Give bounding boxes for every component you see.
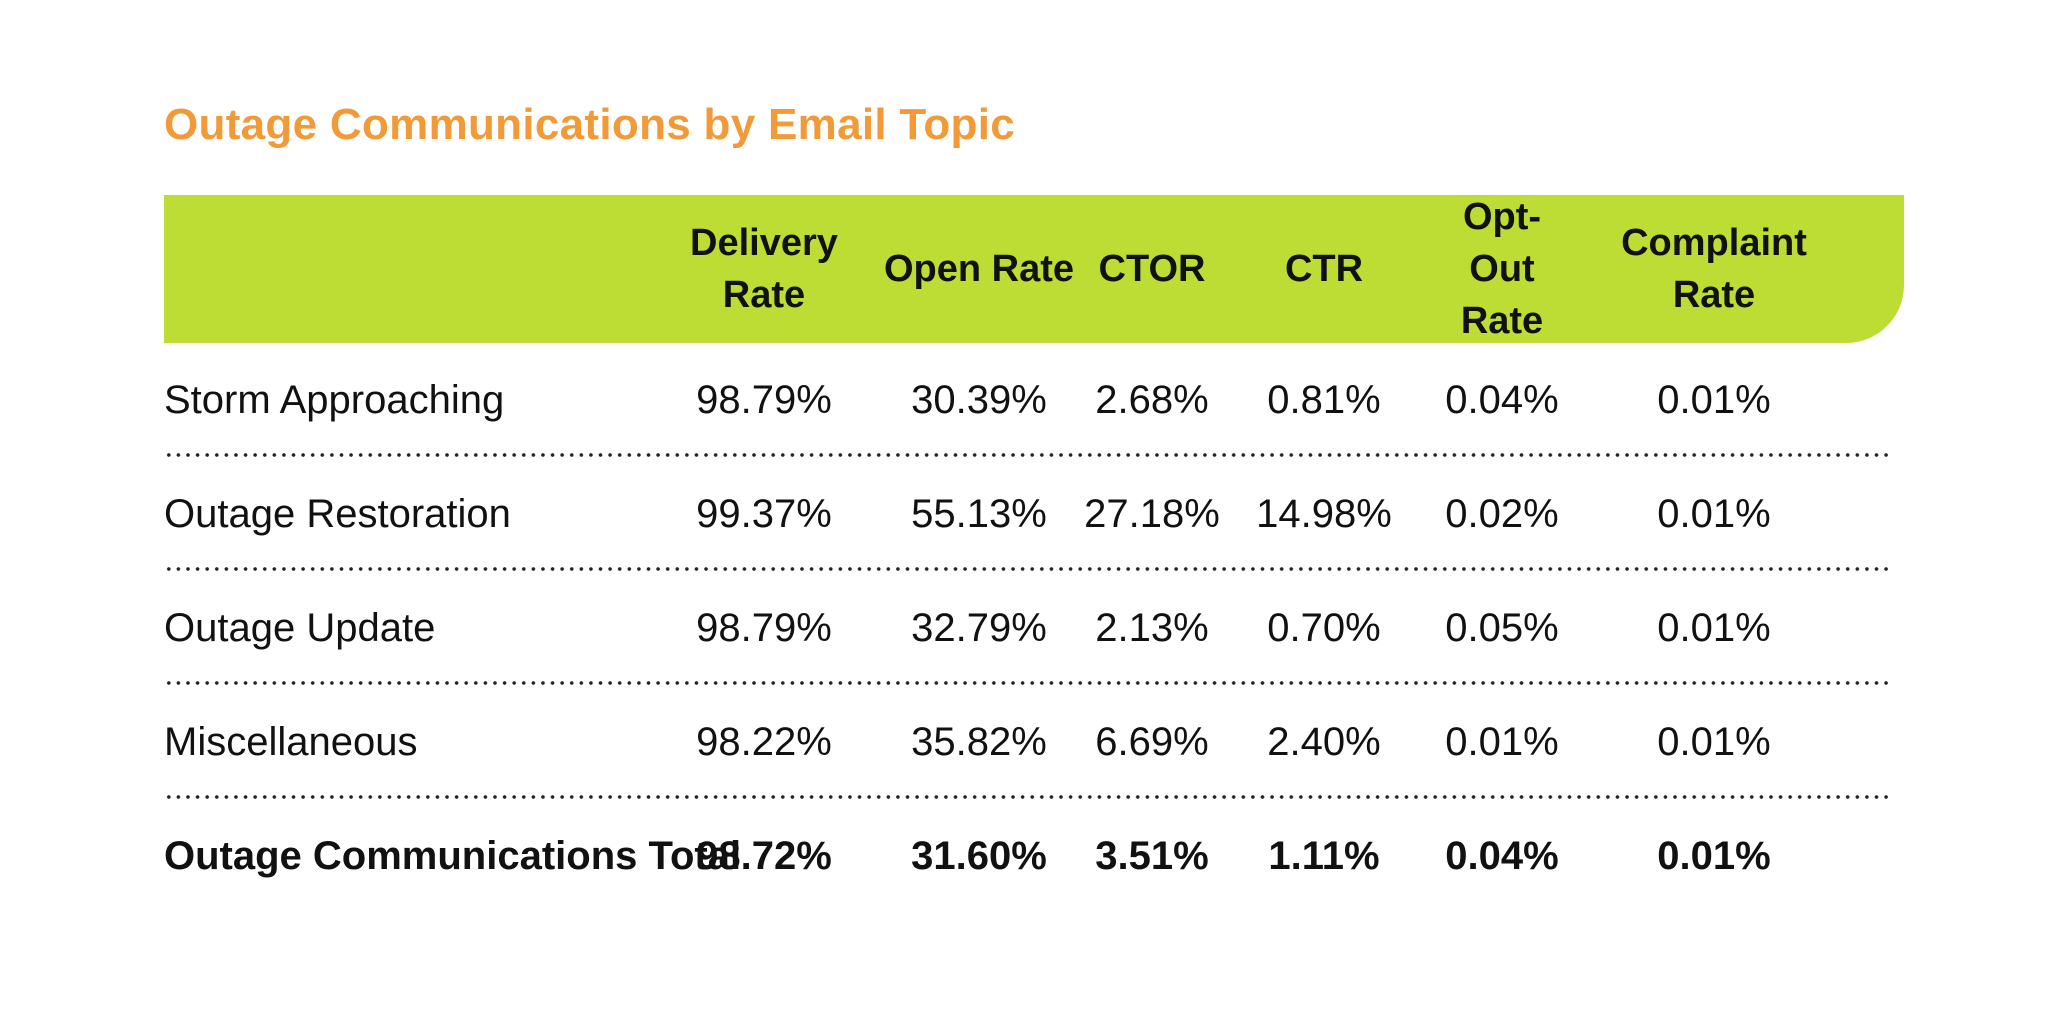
total-ctr: 1.11% bbox=[1268, 833, 1380, 878]
row-divider bbox=[164, 681, 1889, 685]
total-row-label: Outage Communications Total bbox=[164, 833, 742, 878]
cell-complaint-rate: 0.01% bbox=[1657, 377, 1771, 422]
cell-complaint-rate: 0.01% bbox=[1657, 605, 1771, 650]
cell-opt-out-rate: 0.05% bbox=[1445, 605, 1559, 650]
total-opt-out-rate: 0.04% bbox=[1445, 833, 1559, 878]
row-divider bbox=[164, 453, 1889, 457]
cell-delivery-rate: 99.37% bbox=[696, 491, 832, 536]
row-label: Outage Restoration bbox=[164, 491, 511, 536]
table-total-row: Outage Communications Total 98.72% 31.60… bbox=[164, 799, 1904, 913]
row-label: Outage Update bbox=[164, 605, 436, 650]
row-label: Miscellaneous bbox=[164, 719, 418, 764]
column-header-opt-out-rate: Opt-Out Rate bbox=[1460, 196, 1544, 342]
cell-opt-out-rate: 0.01% bbox=[1445, 719, 1559, 764]
total-delivery-rate: 98.72% bbox=[696, 833, 832, 878]
row-divider bbox=[164, 567, 1889, 571]
cell-delivery-rate: 98.79% bbox=[696, 377, 832, 422]
cell-ctor: 27.18% bbox=[1084, 491, 1220, 536]
column-header-delivery-rate: Delivery Rate bbox=[690, 222, 838, 316]
column-header-complaint-rate: Complaint Rate bbox=[1621, 222, 1807, 316]
table-row: Outage Update 98.79% 32.79% 2.13% 0.70% … bbox=[164, 571, 1904, 685]
cell-open-rate: 30.39% bbox=[911, 377, 1047, 422]
total-complaint-rate: 0.01% bbox=[1657, 833, 1771, 878]
cell-ctor: 2.68% bbox=[1095, 377, 1209, 422]
cell-complaint-rate: 0.01% bbox=[1657, 719, 1771, 764]
table-title: Outage Communications by Email Topic bbox=[164, 100, 1015, 149]
cell-opt-out-rate: 0.02% bbox=[1445, 491, 1559, 536]
table-row: Miscellaneous 98.22% 35.82% 6.69% 2.40% … bbox=[164, 685, 1904, 799]
cell-ctr: 14.98% bbox=[1256, 491, 1392, 536]
cell-ctr: 0.70% bbox=[1267, 605, 1381, 650]
column-header-ctor: CTOR bbox=[1098, 248, 1206, 290]
column-header-ctr: CTR bbox=[1284, 248, 1364, 290]
total-open-rate: 31.60% bbox=[911, 833, 1047, 878]
cell-open-rate: 32.79% bbox=[911, 605, 1047, 650]
cell-ctor: 2.13% bbox=[1095, 605, 1209, 650]
cell-open-rate: 55.13% bbox=[911, 491, 1047, 536]
table-row: Outage Restoration 99.37% 55.13% 27.18% … bbox=[164, 457, 1904, 571]
column-header-open-rate: Open Rate bbox=[883, 248, 1075, 290]
cell-ctor: 6.69% bbox=[1095, 719, 1209, 764]
cell-delivery-rate: 98.22% bbox=[696, 719, 832, 764]
total-ctor: 3.51% bbox=[1095, 833, 1209, 878]
row-label: Storm Approaching bbox=[164, 377, 505, 422]
table-row: Storm Approaching 98.79% 30.39% 2.68% 0.… bbox=[164, 343, 1904, 457]
cell-ctr: 0.81% bbox=[1267, 377, 1381, 422]
cell-open-rate: 35.82% bbox=[911, 719, 1047, 764]
row-divider bbox=[164, 795, 1889, 799]
cell-ctr: 2.40% bbox=[1267, 719, 1381, 764]
cell-delivery-rate: 98.79% bbox=[696, 605, 832, 650]
cell-complaint-rate: 0.01% bbox=[1657, 491, 1771, 536]
table-header: Delivery Rate Open Rate CTOR CTR Opt-Out… bbox=[164, 195, 1904, 343]
metrics-table: Delivery Rate Open Rate CTOR CTR Opt-Out… bbox=[164, 195, 1904, 913]
cell-opt-out-rate: 0.04% bbox=[1445, 377, 1559, 422]
